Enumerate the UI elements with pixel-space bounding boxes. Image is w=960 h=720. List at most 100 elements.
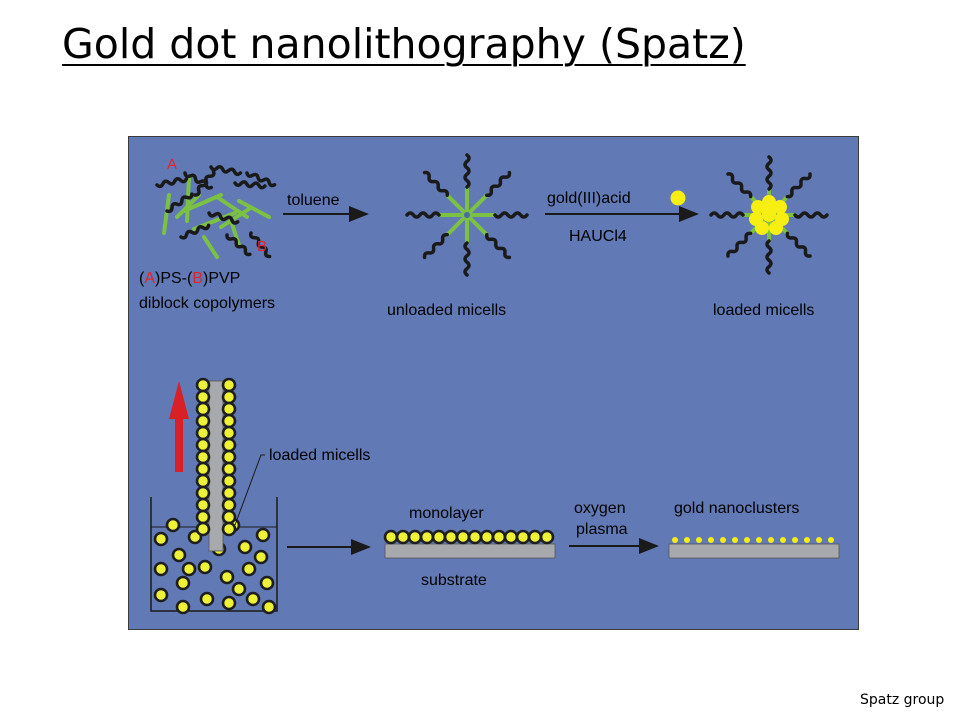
micelle-dot	[221, 401, 237, 417]
micelle-dot	[259, 575, 275, 591]
micelle-dot	[241, 561, 257, 577]
micelle-dot	[231, 581, 247, 597]
substrate-label: substrate	[421, 572, 487, 589]
gold-nanocluster	[804, 537, 810, 543]
micelle-dot	[419, 529, 435, 545]
micelle-dot	[431, 529, 447, 545]
gold-nanocluster	[732, 537, 738, 543]
up-arrow-icon	[169, 381, 189, 472]
micelle-dot	[221, 413, 237, 429]
callout-line	[234, 454, 265, 526]
gold-nanocluster	[744, 537, 750, 543]
micelle-dot	[181, 561, 197, 577]
pvp-chain	[445, 193, 469, 217]
micelle-dot	[221, 449, 237, 465]
micelle-dot	[219, 569, 235, 585]
micelle-dot	[195, 389, 211, 405]
glass-slide	[208, 380, 224, 552]
micelle-dot	[195, 521, 211, 537]
credit-text: Spatz group	[860, 692, 945, 708]
ps-chain	[793, 211, 829, 219]
micelle-dot	[245, 591, 261, 607]
unloaded-micells-label: unloaded micells	[387, 302, 506, 319]
process-diagram: A B (A)PS-(B)PVP diblock copolymers tolu…	[128, 136, 859, 630]
gold-nanocluster	[756, 537, 762, 543]
micelle-dot	[195, 425, 211, 441]
ps-chain	[484, 233, 512, 260]
micelle-dot	[253, 549, 269, 565]
pvp-chain	[162, 193, 171, 235]
micelle-dot	[153, 587, 169, 603]
micelle-dot	[199, 591, 215, 607]
toluene-label: toluene	[287, 192, 340, 209]
pvp-chain	[219, 207, 251, 229]
ps-chain	[248, 231, 272, 259]
micelle-dot	[175, 575, 191, 591]
micelle-dot	[383, 529, 399, 545]
ps-chain	[225, 233, 252, 257]
micelle-dot	[395, 529, 411, 545]
micelle-dot	[479, 529, 495, 545]
gold-particle	[762, 206, 776, 220]
micelle-dot	[221, 377, 237, 393]
micelle-dot	[195, 473, 211, 489]
unloaded-micelle	[405, 153, 529, 277]
free-copolymers: A B	[155, 156, 277, 259]
micelle-dot	[443, 529, 459, 545]
micelle-dot	[195, 497, 211, 513]
gold-nanocluster	[780, 537, 786, 543]
micelle-dot	[195, 485, 211, 501]
pvp-chain	[237, 199, 271, 219]
ps-chain	[726, 231, 753, 258]
micelle-dot	[171, 547, 187, 563]
pvp-chain	[182, 193, 223, 213]
ps-chain	[709, 211, 745, 219]
micelle-dot	[195, 449, 211, 465]
micelle-dot	[165, 517, 181, 533]
micelle-dot	[221, 485, 237, 501]
micelle-dot	[221, 497, 237, 513]
ps-chain	[765, 155, 773, 191]
label-b: B	[257, 238, 267, 255]
ps-chain	[463, 153, 471, 189]
monolayer-micelles	[383, 529, 555, 545]
plasma-label: plasma	[576, 521, 628, 538]
nanocluster-substrate	[668, 543, 840, 559]
micelle-dot	[221, 473, 237, 489]
gold-dot-icon	[670, 190, 686, 206]
ps-chain	[245, 171, 277, 188]
ps-chain	[422, 232, 449, 260]
micelle-dot	[407, 529, 423, 545]
micelle-dot	[491, 529, 507, 545]
pvp-chain	[465, 193, 489, 217]
micelle-dot	[195, 437, 211, 453]
micelle-dot	[515, 529, 531, 545]
nanocluster-dots	[672, 537, 834, 543]
micelle-dot	[221, 595, 237, 611]
ps-chain	[193, 169, 216, 197]
micelle-dot	[539, 529, 555, 545]
gold-particle	[773, 200, 787, 214]
copolymer-name: (A)PS-(B)PVP	[139, 270, 240, 287]
gold-nanoclusters-label: gold nanoclusters	[674, 500, 799, 517]
ps-chain	[155, 177, 189, 189]
gold-nanocluster	[696, 537, 702, 543]
ps-chain	[422, 170, 450, 197]
monolayer-substrate	[384, 543, 556, 559]
ps-chain	[765, 239, 773, 275]
gold-nanocluster	[684, 537, 690, 543]
micelle-dot	[197, 559, 213, 575]
ps-chain	[233, 180, 267, 190]
micelle-dot	[467, 529, 483, 545]
gold-nanocluster	[720, 537, 726, 543]
ps-chain	[209, 165, 243, 177]
slide-title: Gold dot nanolithography (Spatz)	[62, 20, 746, 68]
oxygen-label: oxygen	[574, 500, 626, 517]
gold-acid-label: gold(III)acid	[547, 190, 631, 207]
micelle-dot	[221, 389, 237, 405]
micelle-dot	[503, 529, 519, 545]
micelle-dot	[221, 461, 237, 477]
loaded-micells-label-dip: loaded micells	[269, 447, 370, 464]
micelle-dot	[153, 561, 169, 577]
gold-nanocluster	[672, 537, 678, 543]
